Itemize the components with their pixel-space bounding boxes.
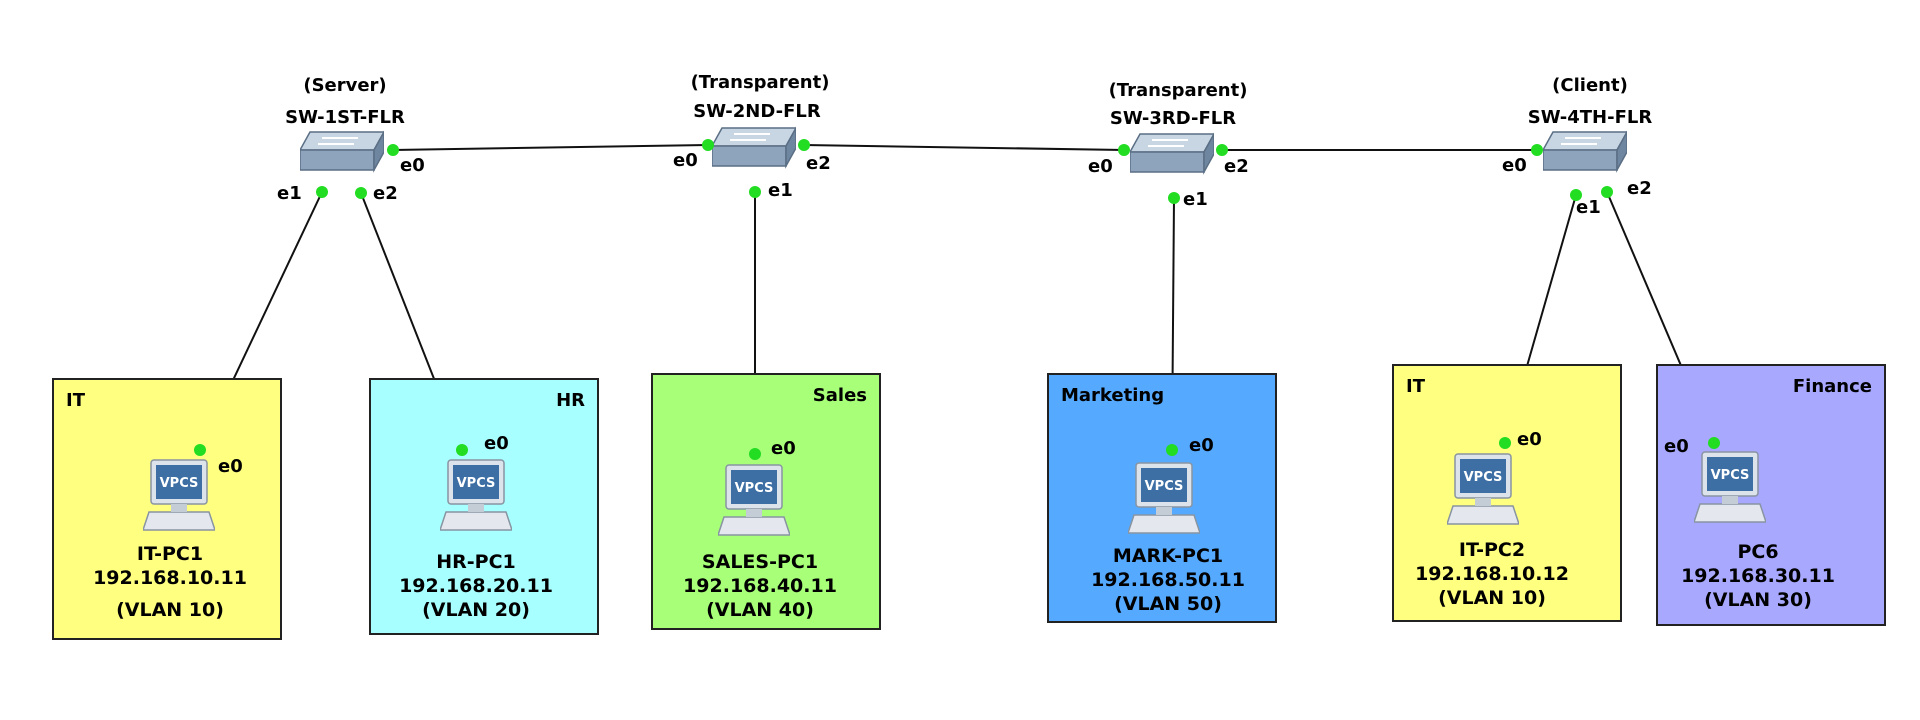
port-dot[interactable] bbox=[456, 444, 468, 456]
zone-finance: Finance bbox=[1656, 364, 1886, 626]
vpcs-computer-icon[interactable]: VPCS bbox=[1694, 450, 1766, 526]
pc-name: PC6 bbox=[1737, 541, 1779, 563]
switch-name-label: SW-1ST-FLR bbox=[285, 107, 405, 128]
link-sw2-sw3[interactable] bbox=[803, 144, 1125, 151]
link-sw1-sw2[interactable] bbox=[392, 144, 709, 151]
port-label: e0 bbox=[484, 433, 509, 454]
port-label: e2 bbox=[806, 153, 831, 174]
zone-label: HR bbox=[556, 390, 585, 411]
port-label: e1 bbox=[1576, 197, 1601, 218]
zone-label: Marketing bbox=[1061, 385, 1165, 406]
port-label: e0 bbox=[218, 456, 243, 477]
switch-icon[interactable] bbox=[712, 124, 796, 170]
pc-label-block: IT-PC1 192.168.10.11 (VLAN 10) bbox=[93, 542, 247, 622]
vpcs-computer-icon[interactable]: VPCS bbox=[143, 458, 215, 534]
pc-name: MARK-PC1 bbox=[1112, 545, 1224, 567]
port-label: e2 bbox=[373, 183, 398, 204]
vpcs-icon-text: VPCS bbox=[1145, 479, 1184, 494]
switch-icon[interactable] bbox=[300, 128, 384, 174]
port-label: e0 bbox=[1088, 156, 1113, 177]
pc-vlan: (VLAN 30) bbox=[1704, 589, 1812, 611]
port-dot[interactable] bbox=[798, 139, 810, 151]
pc-vlan: (VLAN 20) bbox=[422, 599, 530, 621]
port-dot[interactable] bbox=[1531, 144, 1543, 156]
zone-label: IT bbox=[66, 390, 85, 411]
port-label: e2 bbox=[1627, 178, 1652, 199]
vpcs-icon-text: VPCS bbox=[735, 481, 774, 496]
pc-ip: 192.168.50.11 bbox=[1091, 569, 1245, 591]
switch-role-label: (Client) bbox=[1552, 75, 1628, 96]
port-dot[interactable] bbox=[1216, 144, 1228, 156]
network-links bbox=[199, 144, 1715, 454]
switch-name-label: SW-2ND-FLR bbox=[693, 101, 821, 122]
vpcs-computer-icon[interactable]: VPCS bbox=[1128, 461, 1200, 537]
vpcs-computer-icon[interactable]: VPCS bbox=[440, 458, 512, 534]
port-dot[interactable] bbox=[749, 186, 761, 198]
switch-role-label: (Server) bbox=[303, 75, 387, 96]
zone-sales: Sales bbox=[651, 373, 881, 630]
switch-icon[interactable] bbox=[1543, 128, 1627, 174]
port-label: e0 bbox=[1189, 435, 1214, 456]
port-label: e1 bbox=[1183, 189, 1208, 210]
port-label: e0 bbox=[1502, 155, 1527, 176]
port-label: e0 bbox=[1664, 436, 1689, 457]
port-dot[interactable] bbox=[1118, 144, 1130, 156]
port-dot[interactable] bbox=[1168, 192, 1180, 204]
pc-ip: 192.168.10.11 bbox=[93, 567, 247, 589]
switch-name-label: SW-3RD-FLR bbox=[1109, 108, 1237, 129]
switch-role-label: (Transparent) bbox=[1108, 80, 1248, 101]
port-dot[interactable] bbox=[749, 448, 761, 460]
vpcs-computer-icon[interactable]: VPCS bbox=[718, 463, 790, 539]
vpcs-icon-text: VPCS bbox=[160, 476, 199, 491]
port-dot[interactable] bbox=[355, 187, 367, 199]
zone-label: Finance bbox=[1792, 376, 1872, 397]
port-label: e1 bbox=[277, 183, 302, 204]
port-label: e0 bbox=[1517, 429, 1542, 450]
switch-icon[interactable] bbox=[1130, 130, 1214, 176]
pc-ip: 192.168.30.11 bbox=[1681, 565, 1835, 587]
pc-name: SALES-PC1 bbox=[701, 551, 819, 573]
vpcs-computer-icon[interactable]: VPCS bbox=[1447, 452, 1519, 528]
pc-vlan: (VLAN 40) bbox=[706, 599, 814, 621]
zone-label: IT bbox=[1406, 376, 1425, 397]
pc-vlan: (VLAN 10) bbox=[1438, 587, 1546, 609]
port-dot[interactable] bbox=[1708, 437, 1720, 449]
pc-vlan: (VLAN 10) bbox=[116, 599, 224, 621]
vpcs-icon-text: VPCS bbox=[457, 476, 496, 491]
port-dot[interactable] bbox=[1166, 444, 1178, 456]
zone-label: Sales bbox=[812, 385, 867, 406]
pc-ip: 192.168.20.11 bbox=[399, 575, 553, 597]
pc-name: IT-PC2 bbox=[1458, 539, 1526, 561]
pc-name: IT-PC1 bbox=[136, 543, 204, 565]
pc-label-block: IT-PC2 192.168.10.12 (VLAN 10) bbox=[1415, 538, 1569, 610]
port-dot[interactable] bbox=[702, 139, 714, 151]
port-dot[interactable] bbox=[1601, 186, 1613, 198]
pc-label-block: MARK-PC1 192.168.50.11 (VLAN 50) bbox=[1091, 544, 1245, 616]
pc-ip: 192.168.40.11 bbox=[683, 575, 837, 597]
vpcs-icon-text: VPCS bbox=[1711, 468, 1750, 483]
pc-label-block: SALES-PC1 192.168.40.11 (VLAN 40) bbox=[683, 550, 837, 622]
zone-it-1: IT bbox=[52, 378, 282, 640]
port-dot[interactable] bbox=[316, 186, 328, 198]
port-dot[interactable] bbox=[1499, 437, 1511, 449]
port-label: e2 bbox=[1224, 156, 1249, 177]
switch-role-label: (Transparent) bbox=[690, 72, 830, 93]
pc-ip: 192.168.10.12 bbox=[1415, 563, 1569, 585]
port-label: e0 bbox=[400, 155, 425, 176]
port-label: e1 bbox=[768, 180, 793, 201]
pc-vlan: (VLAN 50) bbox=[1114, 593, 1222, 615]
port-label: e0 bbox=[771, 438, 796, 459]
port-dot[interactable] bbox=[194, 444, 206, 456]
port-dot[interactable] bbox=[387, 144, 399, 156]
vpcs-icon-text: VPCS bbox=[1464, 470, 1503, 485]
pc-label-block: PC6 192.168.30.11 (VLAN 30) bbox=[1681, 540, 1835, 612]
switch-name-label: SW-4TH-FLR bbox=[1527, 107, 1653, 128]
pc-label-block: HR-PC1 192.168.20.11 (VLAN 20) bbox=[399, 550, 553, 622]
port-label: e0 bbox=[673, 150, 698, 171]
port-dot[interactable] bbox=[1570, 189, 1582, 201]
pc-name: HR-PC1 bbox=[436, 551, 516, 573]
